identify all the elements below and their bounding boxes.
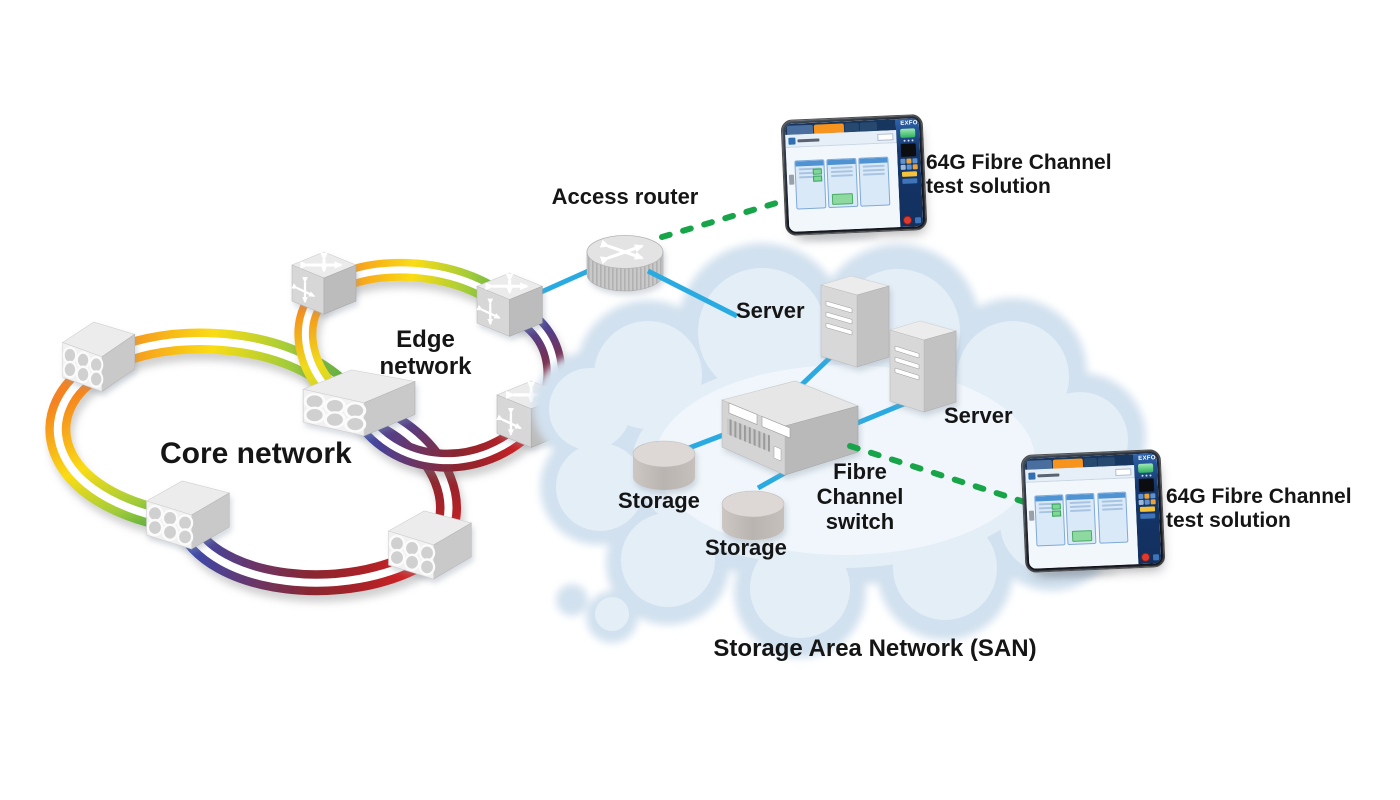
server-icon — [819, 275, 891, 368]
storage-icons — [632, 440, 785, 540]
device-screen: EXFO — [1024, 453, 1162, 569]
brand-logo: EXFO — [1138, 455, 1156, 462]
san-label: Storage Area Network (SAN) — [713, 635, 1037, 662]
test-links-dashed — [659, 193, 1043, 510]
start-button — [900, 128, 916, 138]
app-icon — [788, 137, 796, 145]
storage-label-2: Storage — [705, 535, 787, 560]
start-button — [1137, 463, 1154, 473]
status-panel — [794, 158, 826, 211]
dropdown-placeholder — [1115, 467, 1132, 476]
status-panel — [1033, 494, 1066, 547]
device-content — [1025, 478, 1139, 569]
test-solution-label-2: 64G Fibre Channel test solution — [1166, 485, 1352, 532]
laser-button — [901, 171, 918, 177]
device-side-panel: EXFO — [1133, 453, 1162, 565]
optical-node-icon — [61, 320, 136, 393]
port-icon — [1028, 510, 1035, 521]
menu-button — [1140, 513, 1156, 519]
brand-logo: EXFO — [900, 120, 918, 127]
home-button — [1152, 553, 1159, 560]
test-device-1: EXFO — [780, 113, 928, 237]
laser-button — [1139, 506, 1156, 512]
core-network-label: Core network — [160, 437, 352, 470]
test-solution-label-1: 64G Fibre Channel test solution — [926, 151, 1112, 198]
app-title-placeholder — [1037, 472, 1060, 477]
device-screen: EXFO — [784, 118, 924, 232]
server-label-2: Server — [944, 403, 1013, 428]
storage-icon — [721, 490, 785, 540]
app-title-placeholder — [797, 137, 820, 142]
edge-network-label: Edge network — [379, 326, 472, 381]
access-router-icon — [586, 235, 664, 292]
server-label-1: Server — [736, 298, 805, 323]
server-icons — [819, 275, 958, 413]
result-panel — [858, 156, 891, 208]
mini-display — [900, 143, 917, 157]
storage-label-1: Storage — [618, 488, 700, 513]
app-icon — [1028, 471, 1036, 480]
device-content — [785, 143, 901, 232]
config-panel — [826, 157, 859, 209]
config-panel — [1065, 492, 1097, 546]
server-icon — [888, 320, 958, 413]
mini-display — [1138, 478, 1155, 492]
fc-switch-icon — [721, 380, 859, 476]
test-device-2: EXFO — [1020, 449, 1166, 573]
dropdown-placeholder — [877, 132, 894, 141]
optical-node-icon — [387, 509, 473, 581]
access-router-label: Access router — [551, 184, 699, 209]
device-side-panel: EXFO — [895, 118, 924, 228]
home-button — [914, 216, 921, 223]
power-button — [902, 215, 912, 225]
fc-switch-label: Fibre Channel switch — [816, 459, 904, 535]
edge-switch-icon — [292, 252, 356, 314]
power-button — [1140, 552, 1150, 562]
menu-button — [902, 178, 918, 184]
storage-icon — [632, 440, 696, 490]
port-icon — [788, 174, 795, 185]
result-panel — [1097, 491, 1129, 544]
optical-node-icon — [145, 479, 231, 551]
